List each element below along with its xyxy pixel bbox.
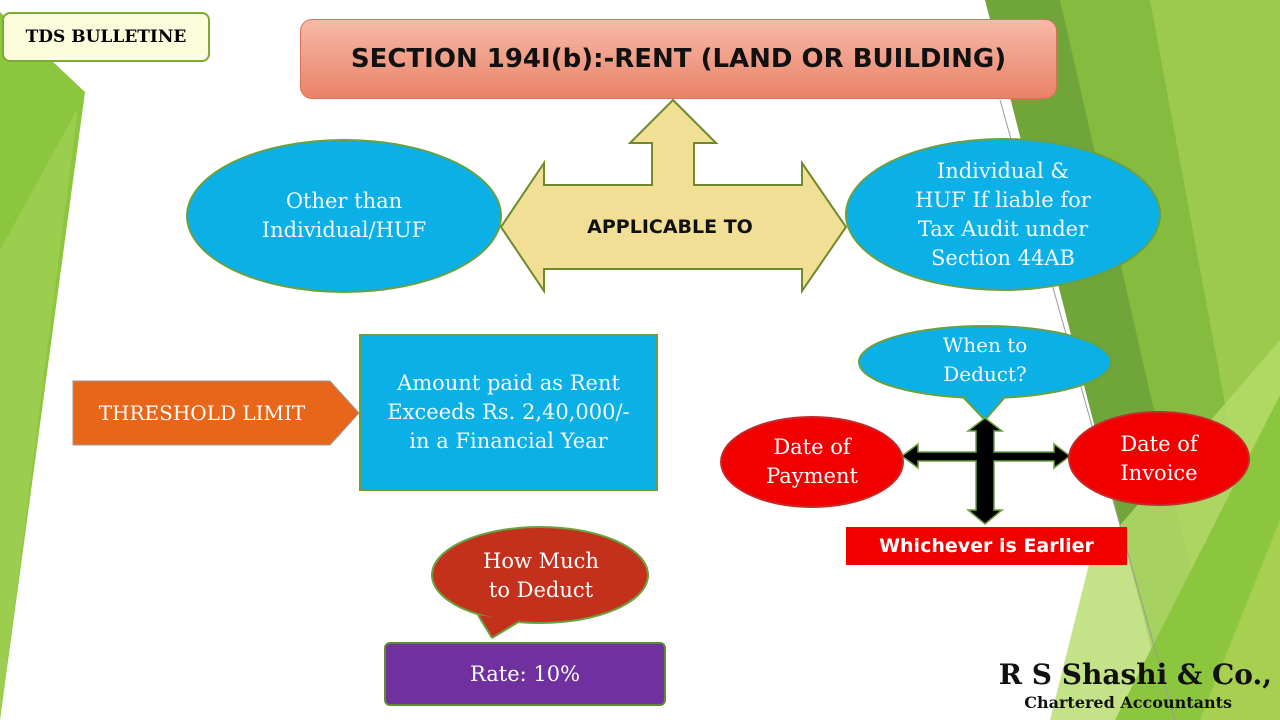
- tds-bulletine-badge: TDS BULLETINE: [2, 12, 210, 62]
- when-question-line: When to: [942, 333, 1028, 357]
- applicable-right-line: Tax Audit under: [917, 216, 1089, 241]
- when-question: When to Deduct?: [858, 326, 1112, 398]
- applicable-right-ellipse: Individual & HUF If liable for Tax Audit…: [845, 138, 1161, 291]
- threshold-detail-line: Amount paid as Rent: [397, 371, 620, 395]
- badge-label: TDS BULLETINE: [25, 27, 187, 47]
- applicable-left-line: Individual/HUF: [261, 218, 427, 242]
- date-of-invoice-ellipse: Date of Invoice: [1068, 411, 1250, 506]
- applicable-right-line: HUF If liable for: [915, 187, 1091, 212]
- applicable-label: APPLICABLE TO: [587, 216, 753, 238]
- firm-name: R S Shashi & Co.,: [960, 654, 1272, 694]
- firm-subtitle-text: Chartered Accountants: [1024, 692, 1232, 712]
- date-invoice-line: Date of: [1120, 431, 1198, 456]
- threshold-label: THRESHOLD LIMIT: [72, 380, 362, 445]
- four-way-arrow: [900, 417, 1072, 525]
- rate-text: Rate: 10%: [469, 662, 581, 686]
- date-of-payment-ellipse: Date of Payment: [720, 416, 904, 508]
- threshold-detail-line: in a Financial Year: [409, 429, 608, 453]
- applicable-right-line: Section 44AB: [931, 245, 1075, 270]
- applicable-left-ellipse: Other than Individual/HUF: [186, 139, 502, 293]
- applicable-arrow: [499, 98, 848, 295]
- rate-box: Rate: 10%: [384, 642, 666, 706]
- applicable-left-line: Other than: [285, 189, 403, 213]
- date-payment-line: Payment: [766, 464, 858, 488]
- howmuch-line: How Much: [483, 549, 599, 573]
- left-green-wedge-light: [0, 108, 78, 720]
- right-wedge-lime: [1200, 520, 1280, 720]
- date-payment-line: Date of: [773, 435, 851, 459]
- date-invoice-line: Invoice: [1120, 460, 1198, 485]
- howmuch-question: How Much to Deduct: [432, 530, 650, 628]
- firm-subtitle: Chartered Accountants: [960, 690, 1232, 714]
- when-question-line: Deduct?: [943, 362, 1027, 386]
- applicable-right-line: Individual &: [936, 158, 1070, 183]
- threshold-text: THRESHOLD LIMIT: [98, 400, 306, 425]
- firm-name-text: R S Shashi & Co.,: [998, 657, 1272, 691]
- whichever-text: Whichever is Earlier: [879, 535, 1094, 557]
- page-title: SECTION 194I(b):-RENT (LAND OR BUILDING): [300, 19, 1057, 99]
- threshold-detail-line: Exceeds Rs. 2,40,000/-: [387, 400, 630, 424]
- howmuch-line: to Deduct: [488, 578, 594, 602]
- threshold-arrow: [72, 380, 360, 446]
- whichever-earlier-note: Whichever is Earlier: [846, 527, 1127, 565]
- howmuch-callout: [431, 526, 649, 624]
- threshold-detail-box: Amount paid as Rent Exceeds Rs. 2,40,000…: [359, 334, 658, 491]
- title-text: SECTION 194I(b):-RENT (LAND OR BUILDING): [350, 44, 1007, 74]
